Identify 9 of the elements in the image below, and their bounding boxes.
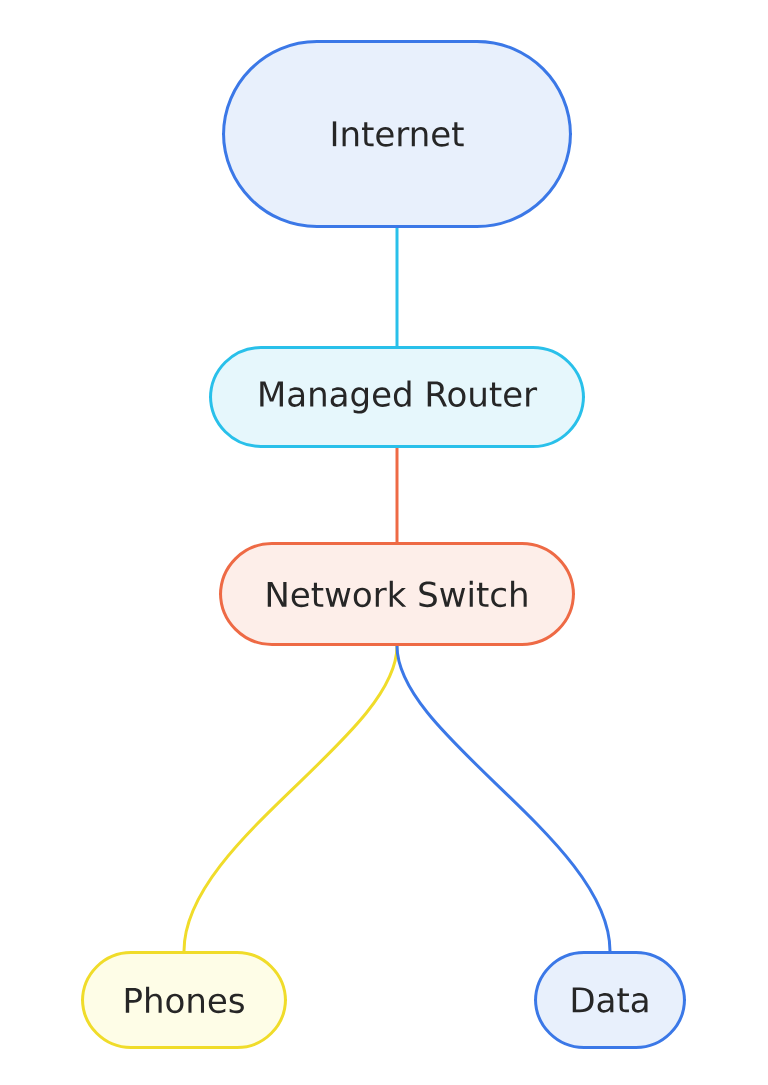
connector-line: [395, 228, 399, 346]
rounded-box: Network Switch: [219, 542, 575, 646]
rounded-box: Managed Router: [209, 346, 585, 448]
rounded-box: Internet: [222, 40, 572, 228]
connector-line: [182, 645, 399, 952]
connector-line: [395, 448, 399, 542]
rounded-box: Data: [534, 951, 686, 1049]
rounded-box: Phones: [81, 951, 287, 1049]
connector-line: [395, 645, 612, 952]
